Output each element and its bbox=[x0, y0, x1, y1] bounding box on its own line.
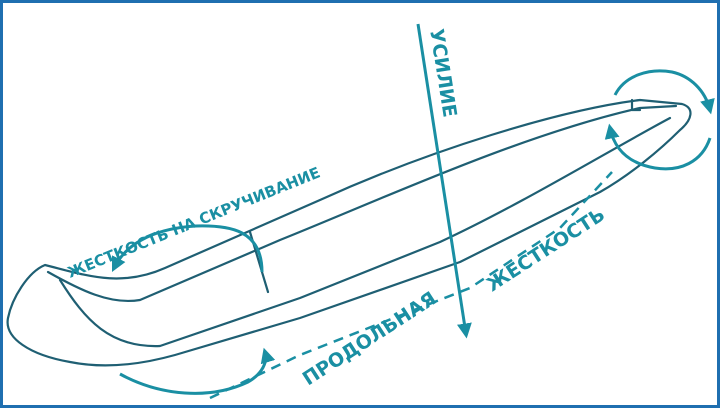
torsion-label-start: ЖЕСТКОСТЬ НА СКРУЧИВАНИЕ bbox=[65, 163, 323, 281]
blade-top-surface bbox=[46, 104, 678, 302]
curved-arrow-up-icon bbox=[119, 347, 276, 395]
longitudinal-dashed-line bbox=[209, 171, 613, 400]
rotation-arrows-icon bbox=[604, 69, 715, 171]
blade-tip-hook bbox=[630, 98, 642, 112]
longitudinal-label-1: ПРОДОЛЬНАЯ bbox=[299, 288, 441, 391]
blade-outer-edge bbox=[6, 98, 692, 367]
longitudinal-label-2: ЖЕСТКОСТЬ bbox=[483, 204, 609, 297]
blade-inner-surface bbox=[58, 116, 672, 348]
arrow-down-icon bbox=[416, 23, 472, 339]
curved-arrow-left-icon bbox=[111, 224, 264, 273]
